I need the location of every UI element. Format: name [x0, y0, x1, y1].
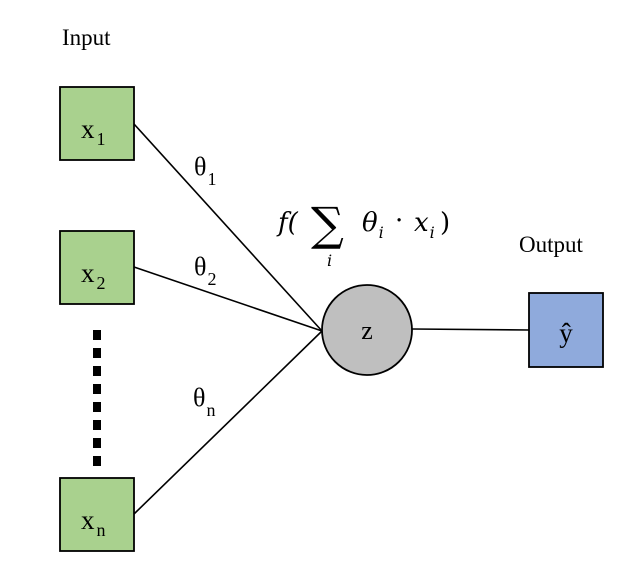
input-x1-base: x	[81, 114, 95, 144]
formula-sigma: ∑	[311, 197, 344, 251]
output-node: ŷ	[528, 292, 604, 368]
input-x2-sub: 2	[97, 273, 106, 293]
weight-thetan: θn	[193, 383, 215, 420]
weight-theta1-base: θ	[194, 152, 206, 181]
activation-formula: f( ∑ i θi · xi )	[276, 197, 450, 270]
weight-theta2: θ2	[194, 252, 216, 289]
input-xn-sub: n	[97, 520, 106, 540]
formula-theta-sub: i	[379, 223, 384, 242]
formula-theta-base: θ	[362, 208, 378, 238]
weight-theta1-sub: 1	[207, 169, 216, 189]
input-x2-base: x	[81, 258, 95, 288]
weight-thetan-base: θ	[193, 383, 205, 412]
weight-theta2-sub: 2	[207, 269, 216, 289]
formula-x: xi	[414, 208, 435, 242]
formula-index: i	[327, 251, 332, 270]
edge-x1-z	[133, 123, 323, 332]
weight-thetan-sub: n	[206, 400, 215, 420]
output-node-label: ŷ	[559, 318, 573, 348]
edge-x2-z	[133, 266, 323, 332]
formula-theta: θi	[362, 208, 384, 242]
weight-theta1: θ1	[194, 152, 216, 189]
svg-text:xn: xn	[81, 505, 106, 540]
node-label: z	[361, 316, 373, 345]
formula-x-base: x	[414, 208, 429, 238]
svg-text:x2: x2	[81, 258, 106, 293]
formula-f: f(	[276, 208, 299, 238]
summation-node: z	[321, 284, 413, 376]
formula-close: )	[440, 208, 450, 238]
output-label: Output	[519, 232, 584, 257]
weight-theta2-base: θ	[194, 252, 206, 281]
formula-x-sub: i	[430, 223, 435, 242]
input-label: Input	[62, 25, 111, 50]
edge-z-output	[411, 328, 530, 331]
svg-text:x1: x1	[81, 114, 106, 149]
edge-xn-z	[133, 330, 323, 515]
formula-dot: ·	[395, 206, 403, 236]
input-x1-sub: 1	[97, 129, 106, 149]
input-xn-base: x	[81, 505, 95, 535]
